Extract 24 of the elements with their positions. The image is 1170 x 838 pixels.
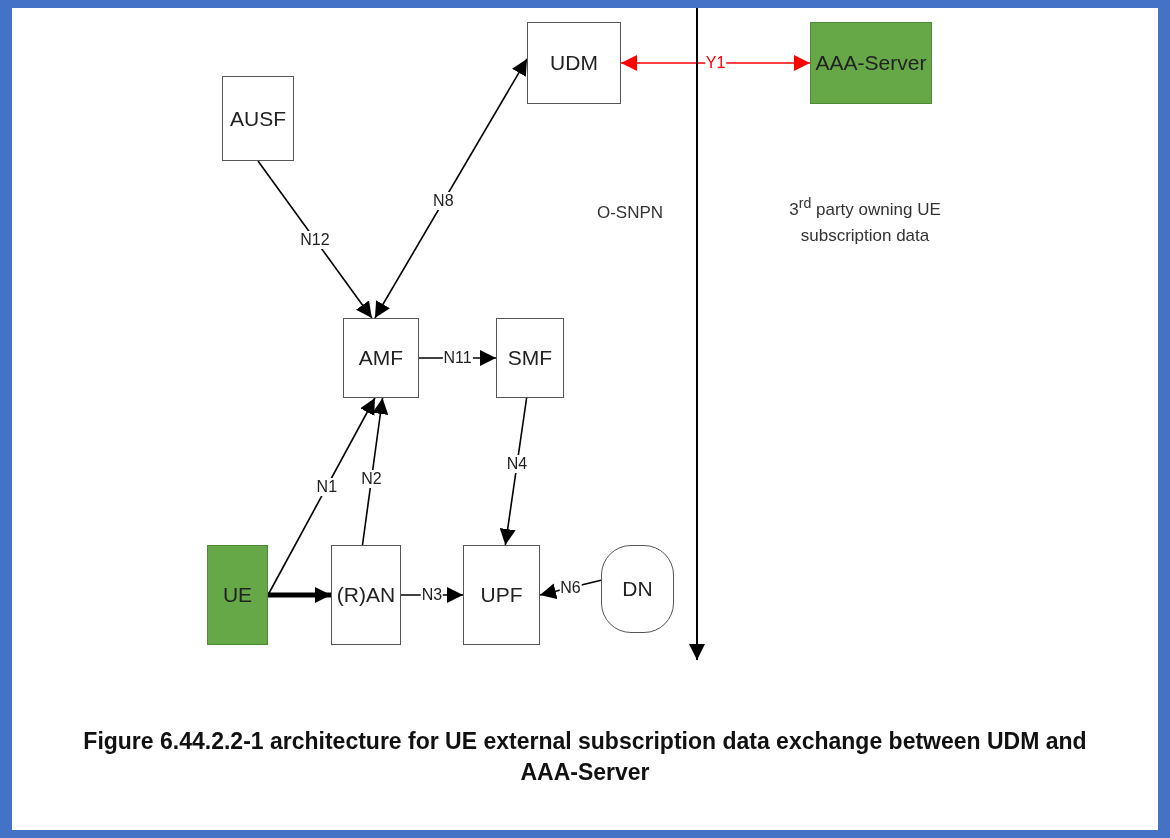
connector-arrow [499,397,528,546]
edge-label: N12 [299,230,331,249]
terminal-node: DN [601,545,674,633]
edge-label: N8 [432,192,455,211]
connector-arrow [267,397,376,596]
region-label: 3$^{rd}$ party owning UE subscription data [788,194,942,247]
figure-caption: Figure 6.44.2.2-1 architecture for UE external subscription data exchange between UDM and AAA-Server [82,727,1088,787]
connector-arrow [257,160,373,319]
connector-arrow [268,587,331,603]
network-function-box: AMF [343,318,419,398]
connector-arrow [374,58,528,319]
network-function-box: UPF [463,545,540,645]
network-function-box: AUSF [222,76,294,161]
edge-label: N1 [315,477,338,496]
edge-label: N4 [505,455,529,474]
network-function-box: AAA-Server [810,22,932,104]
network-function-box: UE [207,545,268,645]
connector-arrow [620,55,811,71]
region-label: O-SNPN [595,202,665,224]
network-function-box: SMF [496,318,564,398]
network-function-box: (R)AN [331,545,401,645]
edge-label: N2 [360,469,383,488]
connector-arrow [361,397,389,546]
network-function-box: UDM [527,22,621,104]
